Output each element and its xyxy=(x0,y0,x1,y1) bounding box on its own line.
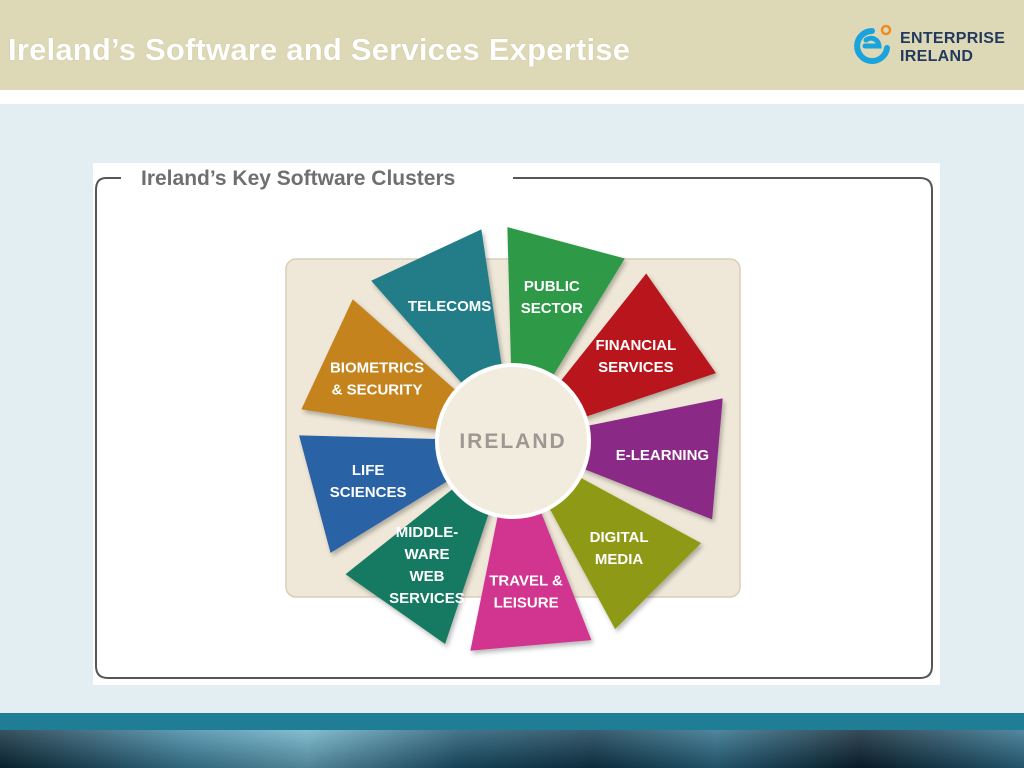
segment-label-biometrics-security: BIOMETRICS xyxy=(330,360,424,377)
slide-header: Ireland’s Software and Services Expertis… xyxy=(0,0,1024,90)
enterprise-ireland-logo-icon xyxy=(854,24,892,64)
enterprise-ireland-logo: ENTERPRISE IRELAND xyxy=(848,22,1008,74)
segment-label-public-sector: SECTOR xyxy=(521,300,583,317)
software-clusters-diagram: Ireland’s Key Software Clusters PUBLIC SE… xyxy=(95,167,933,679)
segment-label-middleware-web-services: WEB xyxy=(409,568,444,585)
segment-label-financial-services: FINANCIAL xyxy=(595,337,676,354)
segment-middleware-web-services xyxy=(345,479,494,644)
segment-digital-media xyxy=(542,470,702,630)
segment-label-public-sector: PUBLIC xyxy=(524,278,580,295)
segment-e-learning xyxy=(570,398,723,520)
segment-label-financial-services: SERVICES xyxy=(598,359,674,376)
footer-bar xyxy=(0,713,1024,730)
center-label: IRELAND xyxy=(459,430,566,453)
cluster-segments: PUBLIC SECTOR FINANCIAL SERVICES E-LEARNING D… xyxy=(299,227,723,651)
segment-label-middleware-web-services: WARE xyxy=(404,546,449,563)
segment-travel-leisure xyxy=(470,498,592,651)
center-hub xyxy=(435,363,591,519)
segment-financial-services xyxy=(551,273,716,422)
segment-biometrics-security xyxy=(301,299,467,432)
segment-label-biometrics-security: & SECURITY xyxy=(332,382,423,399)
segment-label-telecoms: TELECOMS xyxy=(408,298,491,315)
logo-line-ireland: IRELAND xyxy=(900,48,974,65)
footer-decorative-band xyxy=(0,730,1024,768)
segment-label-digital-media: DIGITAL xyxy=(590,529,649,546)
logo-text: ENTERPRISE IRELAND xyxy=(900,30,1005,66)
logo-line-enterprise: ENTERPRISE xyxy=(900,30,1006,47)
segment-label-middleware-web-services: MIDDLE- xyxy=(396,524,459,541)
segment-label-life-sciences: LIFE xyxy=(352,462,385,479)
segment-label-travel-leisure: LEISURE xyxy=(494,594,559,611)
slide-title: Ireland’s Software and Services Expertis… xyxy=(8,32,631,67)
segment-telecoms xyxy=(371,229,504,395)
segment-life-sciences xyxy=(299,435,461,553)
segment-label-life-sciences: SCIENCES xyxy=(330,484,407,501)
segment-public-sector xyxy=(507,227,625,389)
segment-label-travel-leisure: TRAVEL & xyxy=(489,572,563,589)
segment-label-middleware-web-services: SERVICES xyxy=(389,590,465,607)
diagram-panel: Ireland’s Key Software Clusters PUBLIC SE… xyxy=(93,163,940,685)
segment-label-digital-media: MEDIA xyxy=(595,551,644,568)
header-divider xyxy=(0,90,1024,104)
diagram-frame xyxy=(95,177,933,679)
diagram-heading: Ireland’s Key Software Clusters xyxy=(141,167,455,190)
segment-label-e-learning: E-LEARNING xyxy=(616,447,709,464)
